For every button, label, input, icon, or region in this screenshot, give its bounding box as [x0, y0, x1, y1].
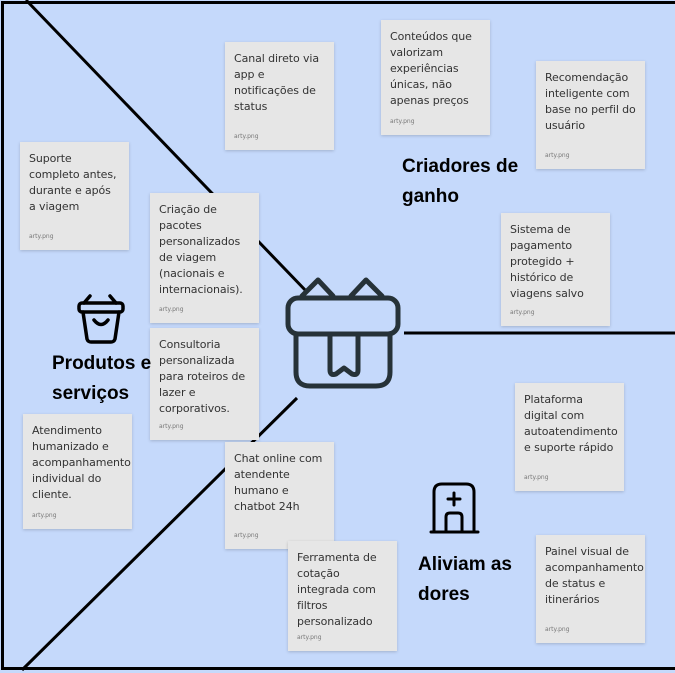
note-source: arty.png: [159, 423, 184, 430]
note-text: Criação de pacotes personalizados de via…: [159, 203, 243, 296]
sticky-note[interactable]: Canal direto via app e notificações de s…: [225, 42, 334, 150]
note-source: arty.png: [510, 309, 535, 316]
sticky-note[interactable]: Consultoria personalizada para roteiros …: [150, 328, 259, 440]
note-source: arty.png: [32, 512, 57, 519]
divider-top-left: [24, 0, 310, 295]
note-text: Atendimento humanizado e acompanhamento …: [32, 424, 131, 501]
note-source: arty.png: [524, 474, 549, 481]
note-source: arty.png: [545, 152, 570, 159]
sticky-note[interactable]: Atendimento humanizado e acompanhamento …: [23, 414, 132, 529]
hospital-icon: [429, 482, 480, 534]
sticky-note[interactable]: Ferramenta de cotação integrada com filt…: [288, 541, 397, 651]
note-source: arty.png: [234, 133, 259, 140]
note-source: arty.png: [29, 233, 54, 240]
sticky-note[interactable]: Conteúdos que valorizam experiências úni…: [381, 20, 490, 135]
note-text: Ferramenta de cotação integrada com filt…: [297, 551, 377, 628]
note-source: arty.png: [297, 634, 322, 641]
note-source: arty.png: [545, 626, 570, 633]
sticky-note[interactable]: Plataforma digital com autoatendimento e…: [515, 383, 624, 491]
note-text: Plataforma digital com autoatendimento e…: [524, 393, 618, 454]
sticky-note[interactable]: Criação de pacotes personalizados de via…: [150, 193, 259, 323]
note-text: Recomendação inteligente com base no per…: [545, 71, 636, 132]
section-label-products-services: Produtos e serviços: [52, 353, 152, 404]
sticky-note[interactable]: Painel visual de acompanhamento de statu…: [536, 535, 645, 643]
note-text: Consultoria personalizada para roteiros …: [159, 338, 246, 415]
note-text: Sistema de pagamento protegido + históri…: [510, 223, 584, 300]
note-text: Chat online com atendente humano e chatb…: [234, 452, 323, 513]
sticky-note[interactable]: Suporte completo antes, durante e após a…: [20, 142, 129, 250]
note-source: arty.png: [390, 118, 415, 125]
note-text: Conteúdos que valorizam experiências úni…: [390, 30, 472, 107]
note-source: arty.png: [159, 306, 184, 313]
note-text: Suporte completo antes, durante e após a…: [29, 152, 117, 213]
gift-icon: [285, 277, 401, 389]
basket-icon: [77, 294, 125, 344]
note-text: Painel visual de acompanhamento de statu…: [545, 545, 644, 606]
section-label-pain-relievers: Aliviam as dores: [418, 554, 512, 605]
sticky-note[interactable]: Sistema de pagamento protegido + históri…: [501, 213, 610, 326]
note-source: arty.png: [234, 532, 259, 539]
sticky-note[interactable]: Chat online com atendente humano e chatb…: [225, 442, 334, 549]
sticky-note[interactable]: Recomendação inteligente com base no per…: [536, 61, 645, 169]
section-label-gain-creators: Criadores de ganho: [402, 156, 519, 207]
note-text: Canal direto via app e notificações de s…: [234, 52, 320, 113]
